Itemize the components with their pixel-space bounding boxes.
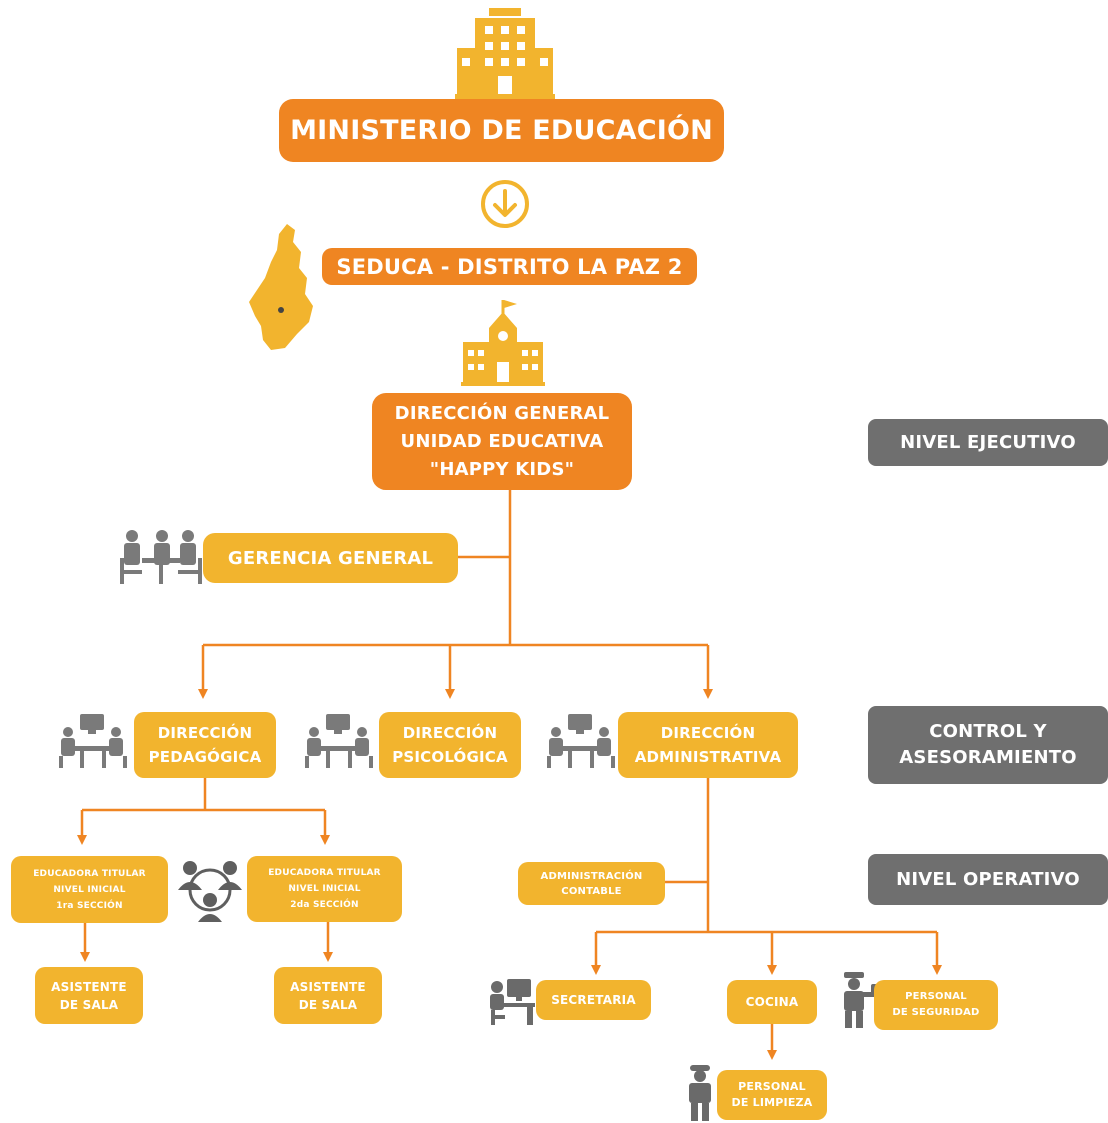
computer-desk-icon [490, 979, 535, 1025]
map-icon [249, 224, 313, 350]
node-direccion-general: DIRECCIÓN GENERAL UNIDAD EDUCATIVA "HAPP… [372, 393, 632, 490]
node-personal-seguridad: PERSONAL DE SEGURIDAD [874, 980, 998, 1030]
office-desk-icon [305, 714, 373, 768]
building-icon [455, 8, 555, 100]
node-direccion-pedagogica: DIRECCIÓN PEDAGÓGICA [134, 712, 276, 778]
node-educadora-titular-2: EDUCADORA TITULAR NIVEL INICIAL 2da SECC… [247, 856, 402, 922]
node-educadora-titular-1: EDUCADORA TITULAR NIVEL INICIAL 1ra SECC… [11, 856, 168, 923]
node-administracion-contable: ADMINISTRACIÓN CONTABLE [518, 862, 665, 905]
node-direccion-administrativa: DIRECCIÓN ADMINISTRATIVA [618, 712, 798, 778]
node-direccion-psicologica: DIRECCIÓN PSICOLÓGICA [379, 712, 521, 778]
level-control-asesoramiento: CONTROL Y ASESORAMIENTO [868, 706, 1108, 784]
meeting-icon [120, 530, 202, 584]
down-arrow-circle-icon [481, 180, 529, 228]
node-asistente-sala-1: ASISTENTE DE SALA [35, 967, 143, 1024]
level-nivel-ejecutivo: NIVEL EJECUTIVO [868, 419, 1108, 466]
node-gerencia-general: GERENCIA GENERAL [203, 533, 458, 583]
office-desk-icon [59, 714, 127, 768]
security-guard-icon [844, 972, 877, 1028]
level-nivel-operativo: NIVEL OPERATIVO [868, 854, 1108, 905]
team-icon [178, 861, 242, 922]
janitor-icon [689, 1065, 711, 1121]
node-secretaria: SECRETARIA [536, 980, 651, 1020]
node-seduca: SEDUCA - DISTRITO LA PAZ 2 [322, 248, 697, 285]
node-asistente-sala-2: ASISTENTE DE SALA [274, 967, 382, 1024]
node-cocina: COCINA [727, 980, 817, 1024]
node-personal-limpieza: PERSONAL DE LIMPIEZA [717, 1070, 827, 1120]
office-desk-icon [547, 714, 615, 768]
node-ministerio-educacion: MINISTERIO DE EDUCACIÓN [279, 99, 724, 162]
school-icon [461, 300, 545, 386]
